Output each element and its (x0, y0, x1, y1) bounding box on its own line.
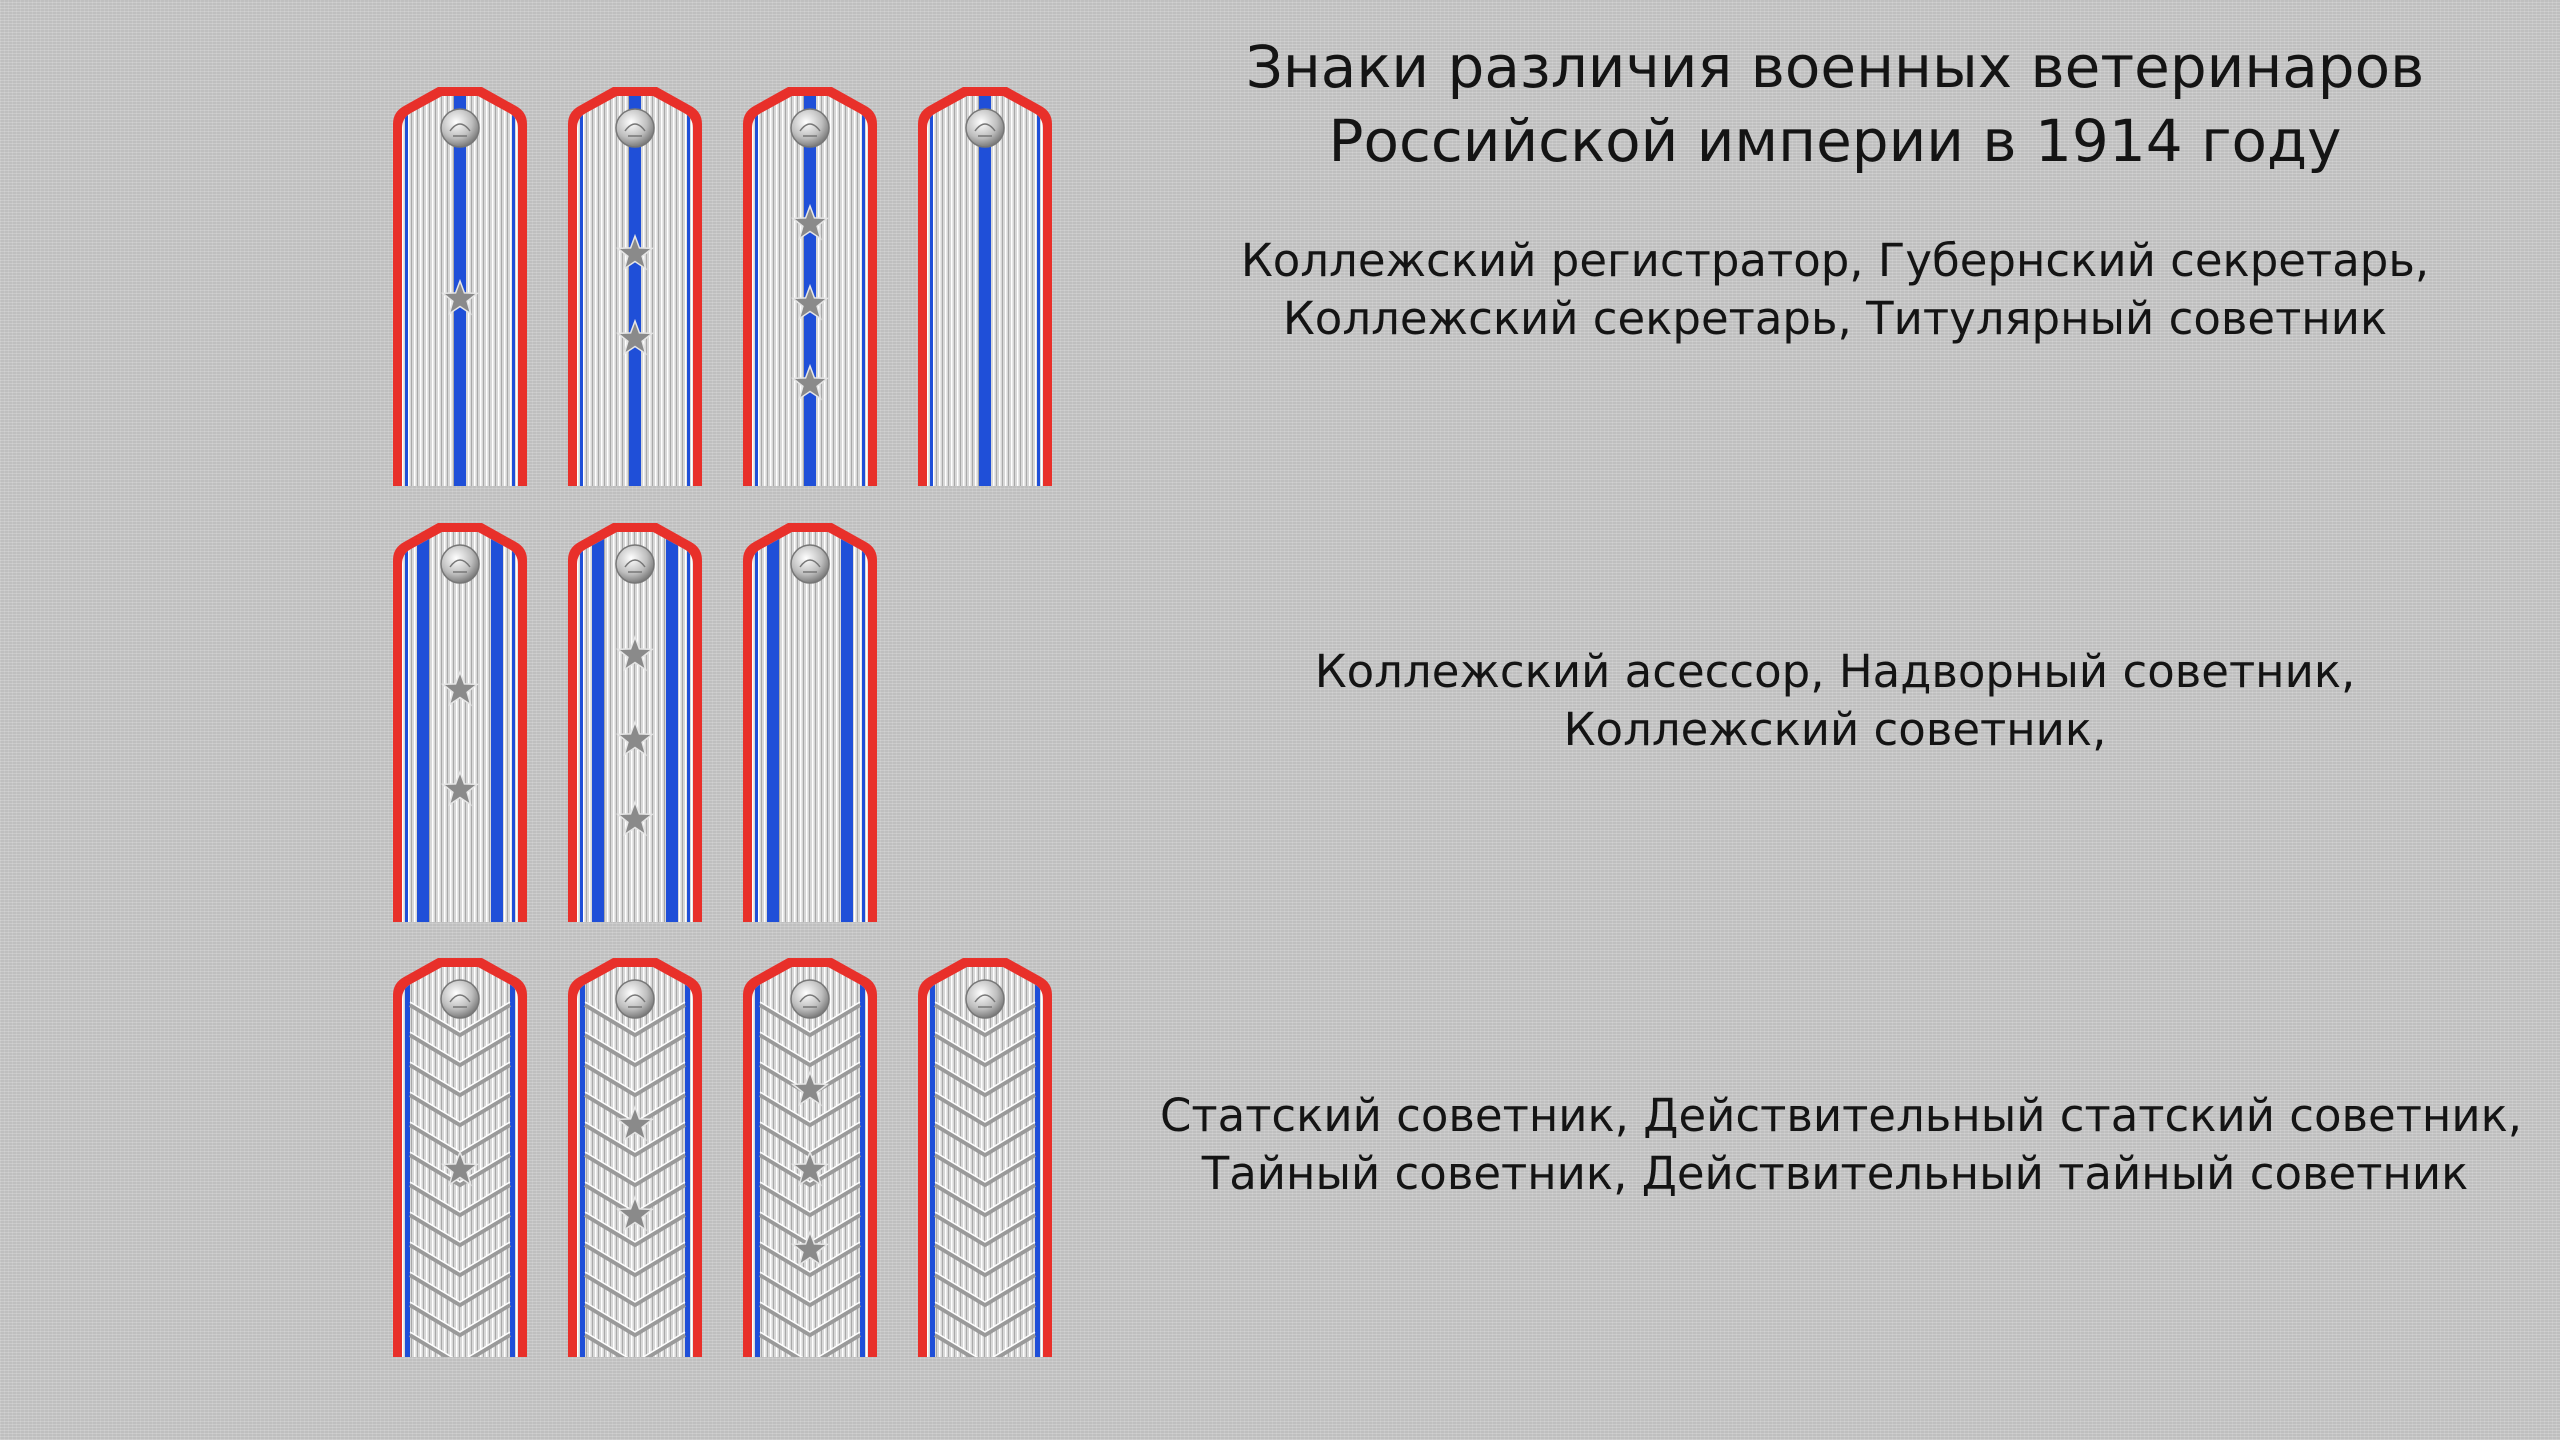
board-star-icon (615, 233, 655, 271)
shoulder-board (390, 520, 530, 922)
board-button (440, 979, 480, 1019)
shoulder-board-graphic (743, 523, 877, 922)
page-title: Знаки различия военных ветеринаров Росси… (1220, 30, 2450, 178)
shoulder-board-graphic (918, 87, 1052, 486)
caption-group-3: Статский советник, Действительный статск… (1160, 1087, 2523, 1203)
board-star-icon (615, 634, 655, 672)
caption-group-2: Коллежский асессор, Надворный советник, … (1160, 643, 2510, 759)
shoulder-board-graphic (393, 523, 527, 922)
board-star-icon (440, 1149, 480, 1187)
board-button (615, 108, 655, 148)
shoulder-board-graphic (743, 87, 877, 486)
board-star-icon (790, 203, 830, 241)
board-star-icon (440, 278, 480, 316)
shoulder-board-graphic (393, 958, 527, 1357)
board-button (615, 544, 655, 584)
shoulder-board-graphic (393, 87, 527, 486)
title-line-2: Российской империи в 1914 году (1328, 107, 2342, 175)
shoulder-board (915, 955, 1055, 1357)
caption-group-1-line-2: Коллежский секретарь, Титулярный советни… (1282, 292, 2388, 345)
board-button (965, 108, 1005, 148)
board-star-icon (615, 1104, 655, 1142)
board-star-icon (615, 1194, 655, 1232)
shoulder-board (565, 955, 705, 1357)
title-line-1: Знаки различия военных ветеринаров (1245, 33, 2425, 101)
board-button (790, 108, 830, 148)
board-star-icon (790, 363, 830, 401)
board-star-icon (790, 283, 830, 321)
board-button (965, 979, 1005, 1019)
shoulder-board (740, 84, 880, 486)
board-button (440, 108, 480, 148)
shoulder-board-graphic (568, 958, 702, 1357)
caption-group-1: Коллежский регистратор, Губернский секре… (1160, 232, 2510, 348)
board-star-icon (440, 669, 480, 707)
shoulder-board (390, 84, 530, 486)
shoulder-board (390, 955, 530, 1357)
shoulder-board (740, 955, 880, 1357)
board-star-icon (790, 1069, 830, 1107)
caption-group-2-line-2: Коллежский советник, (1563, 703, 2107, 756)
board-star-icon (790, 1149, 830, 1187)
board-button (790, 979, 830, 1019)
shoulder-board (565, 84, 705, 486)
board-button (440, 544, 480, 584)
caption-group-2-line-1: Коллежский асессор, Надворный советник, (1314, 645, 2356, 698)
board-star-icon (615, 318, 655, 356)
caption-group-1-line-1: Коллежский регистратор, Губернский секре… (1240, 234, 2430, 287)
shoulder-board (740, 520, 880, 922)
board-button (615, 979, 655, 1019)
board-button (790, 544, 830, 584)
shoulder-board-graphic (918, 958, 1052, 1357)
shoulder-board-graphic (743, 958, 877, 1357)
board-star-icon (790, 1229, 830, 1267)
shoulder-board-graphic (568, 523, 702, 922)
board-star-icon (615, 799, 655, 837)
shoulder-board (915, 84, 1055, 486)
shoulder-board-graphic (568, 87, 702, 486)
board-star-icon (440, 769, 480, 807)
shoulder-board (565, 520, 705, 922)
caption-group-3-line-1: Статский советник, Действительный статск… (1160, 1089, 2523, 1142)
board-star-icon (615, 719, 655, 757)
caption-group-3-line-2: Тайный советник, Действительный тайный с… (1201, 1147, 2469, 1200)
